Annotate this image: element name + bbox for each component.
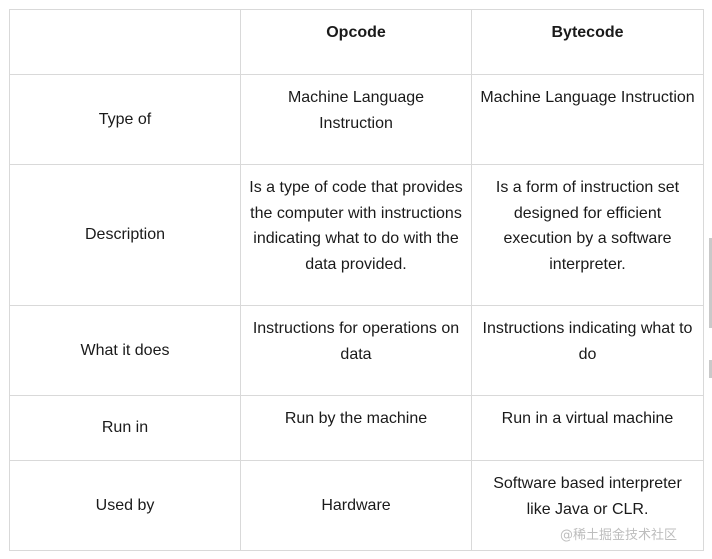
table-row: Used by Hardware Software based interpre… [9,460,704,551]
right-edge-line-top [709,238,712,328]
table-row: Type of Machine Language Instruction Mac… [9,74,704,165]
opcode-cell: Instructions for operations on data [240,305,472,396]
row-label: Used by [9,460,241,551]
watermark-text: @稀土掘金技术社区 [560,528,678,543]
table-header-row: Opcode Bytecode [9,9,704,75]
header-empty-cell [9,9,241,75]
right-edge-line-bottom [709,360,712,378]
header-bytecode: Bytecode [471,9,704,75]
table-row: Description Is a type of code that provi… [9,164,704,306]
header-opcode: Opcode [240,9,472,75]
bytecode-cell: Run in a virtual machine [471,395,704,461]
row-label: Run in [9,395,241,461]
opcode-cell: Hardware [240,460,472,551]
bytecode-cell: Software based interpreter like Java or … [471,460,704,551]
comparison-table: Opcode Bytecode Type of Machine Language… [9,9,704,551]
row-label: What it does [9,305,241,396]
opcode-cell: Run by the machine [240,395,472,461]
row-label: Description [9,164,241,306]
opcode-cell: Machine Language Instruction [240,74,472,165]
opcode-cell: Is a type of code that provides the comp… [240,164,472,306]
row-label: Type of [9,74,241,165]
table-row: Run in Run by the machine Run in a virtu… [9,395,704,461]
bytecode-cell: Is a form of instruction set designed fo… [471,164,704,306]
bytecode-cell: Machine Language Instruction [471,74,704,165]
bytecode-cell: Instructions indicating what to do [471,305,704,396]
table-row: What it does Instructions for operations… [9,305,704,396]
